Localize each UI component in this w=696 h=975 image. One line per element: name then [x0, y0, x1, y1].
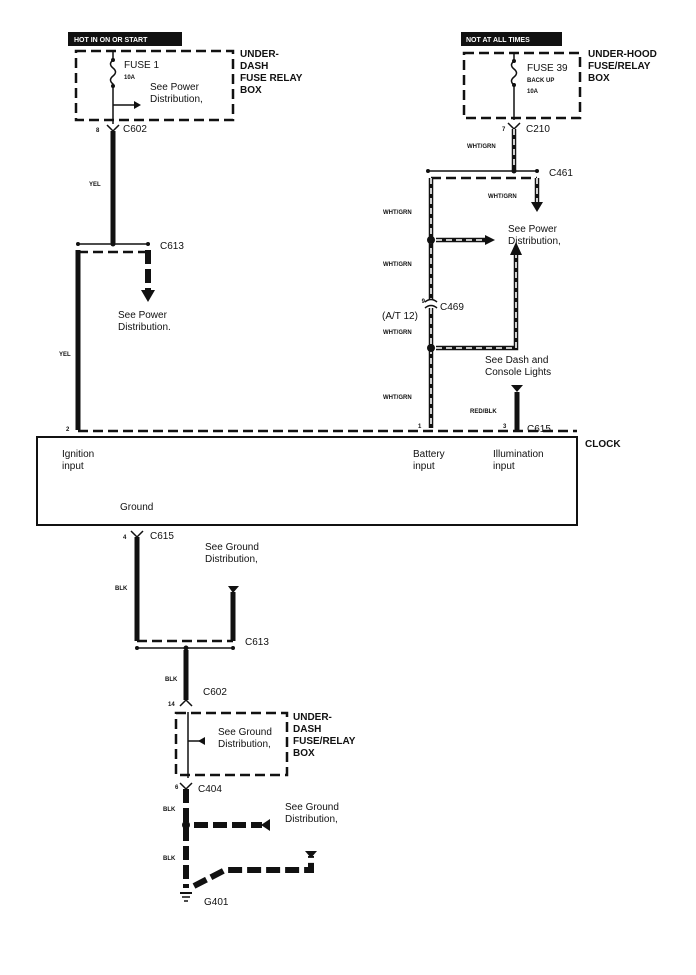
box-label: FUSE/RELAY [588, 61, 651, 72]
ground-symbol-icon [180, 892, 192, 902]
pin-number: 3 [503, 424, 507, 430]
wire-color: WHT/GRN [383, 330, 412, 336]
ignition-input-label: input [62, 461, 84, 472]
pin-number: 6 [175, 785, 179, 791]
wire-color: WHT/GRN [383, 262, 412, 268]
clock-box [36, 436, 578, 526]
battery-input-label: Battery [413, 449, 445, 460]
ground-note: Distribution, [205, 554, 258, 565]
connector-label: C615 [150, 531, 174, 542]
clock-component: CLOCK Ignition input Battery input Illum… [36, 429, 621, 526]
wire-color: WHT/GRN [383, 210, 412, 216]
box-label: FUSE/RELAY [293, 736, 356, 747]
power-note: Distribution. [118, 322, 171, 333]
arrow-down-icon [141, 290, 155, 302]
hot-in-on-or-start-tag [68, 32, 182, 46]
left-power-source: HOT IN ON OR START FUSE 1 10A See Power … [59, 32, 303, 433]
ground-note: See Ground [285, 802, 339, 813]
connector-label: C613 [160, 241, 184, 252]
ignition-input-label: Ignition [62, 449, 94, 460]
connector-icon [130, 530, 144, 539]
ground-note: See Ground [218, 727, 272, 738]
box-label: UNDER- [293, 712, 332, 723]
connector-label: C613 [245, 637, 269, 648]
power-note: See Power [118, 310, 168, 321]
fuse-1-rating: 10A [124, 75, 136, 81]
box-label: DASH [293, 724, 321, 735]
connector-label: C210 [526, 124, 550, 135]
connector-label: C404 [198, 784, 222, 795]
ground-note: Distribution, [218, 739, 271, 750]
connector-label: C615 [527, 424, 551, 435]
fuse-39-sub: BACK UP [527, 78, 554, 84]
illumination-input-label: Illumination [493, 449, 544, 460]
power-note: See Power [150, 82, 200, 93]
power-note: Distribution, [508, 236, 561, 247]
not-at-all-times-tag [461, 32, 562, 46]
power-note: Distribution, [150, 94, 203, 105]
wire-color: WHT/GRN [467, 144, 496, 150]
connector-icon [507, 122, 521, 131]
arrow-up-icon [510, 242, 522, 255]
connector-icon [106, 124, 120, 133]
underdash-fuse-box [74, 49, 235, 122]
pin-number: 1 [418, 424, 422, 430]
ground-point-label: G401 [204, 897, 229, 908]
connector-icon [424, 298, 438, 309]
hot-tag-text: NOT AT ALL TIMES [466, 37, 530, 44]
wire-color: WHT/GRN [383, 395, 412, 401]
clock-label: CLOCK [585, 439, 621, 450]
pin-number-alt: (A/T 12) [382, 311, 418, 322]
pin-number: 9 [422, 299, 426, 305]
illumination-input-label: input [493, 461, 515, 472]
lights-note: Console Lights [485, 367, 551, 378]
ground-branch-icon [261, 819, 270, 831]
pin-number: 4 [123, 535, 127, 541]
fuse-1-label: FUSE 1 [124, 60, 159, 71]
right-power-source: NOT AT ALL TIMES FUSE 39 BACK UP 10A UND… [382, 32, 657, 435]
ground-note: See Ground [205, 542, 259, 553]
pin-number: 14 [168, 702, 175, 708]
box-label: UNDER-HOOD [588, 49, 657, 60]
pin-number: 8 [96, 128, 100, 134]
underdash-fuse-box-ground [174, 711, 289, 777]
connector-label: C602 [203, 687, 227, 698]
box-label: FUSE RELAY [240, 73, 303, 84]
wire-color: BLK [115, 586, 128, 592]
ground-label: Ground [120, 502, 153, 513]
hot-tag-text: HOT IN ON OR START [74, 37, 148, 44]
box-label: UNDER- [240, 49, 279, 60]
box-label: DASH [240, 61, 268, 72]
wire-color: RED/BLK [470, 409, 497, 415]
connector-label: C469 [440, 302, 464, 313]
arrow-right-icon [485, 235, 495, 245]
power-note: See Power [508, 224, 558, 235]
wire-color: BLK [163, 807, 176, 813]
battery-input-label: input [413, 461, 435, 472]
wire-color: BLK [165, 677, 178, 683]
box-label: BOX [293, 748, 315, 759]
wire-color: WHT/GRN [488, 194, 517, 200]
connector-label: C602 [123, 124, 147, 135]
pin-number: 7 [502, 127, 506, 133]
ground-branch-icon [228, 586, 239, 593]
fuse-39-rating: 10A [527, 89, 539, 95]
wire-color: YEL [89, 182, 101, 188]
wire-color: YEL [59, 352, 71, 358]
connector-label: C461 [549, 168, 573, 179]
ground-circuit: 4 C615 BLK See Ground Distribution, C613… [115, 530, 356, 908]
wire-color: BLK [163, 856, 176, 862]
ground-note: Distribution, [285, 814, 338, 825]
arrow-down-icon [531, 202, 543, 212]
box-label: BOX [588, 73, 610, 84]
fuse-39-label: FUSE 39 [527, 63, 568, 74]
lights-note: See Dash and [485, 355, 548, 366]
box-label: BOX [240, 85, 262, 96]
pin-number: 2 [66, 427, 70, 433]
